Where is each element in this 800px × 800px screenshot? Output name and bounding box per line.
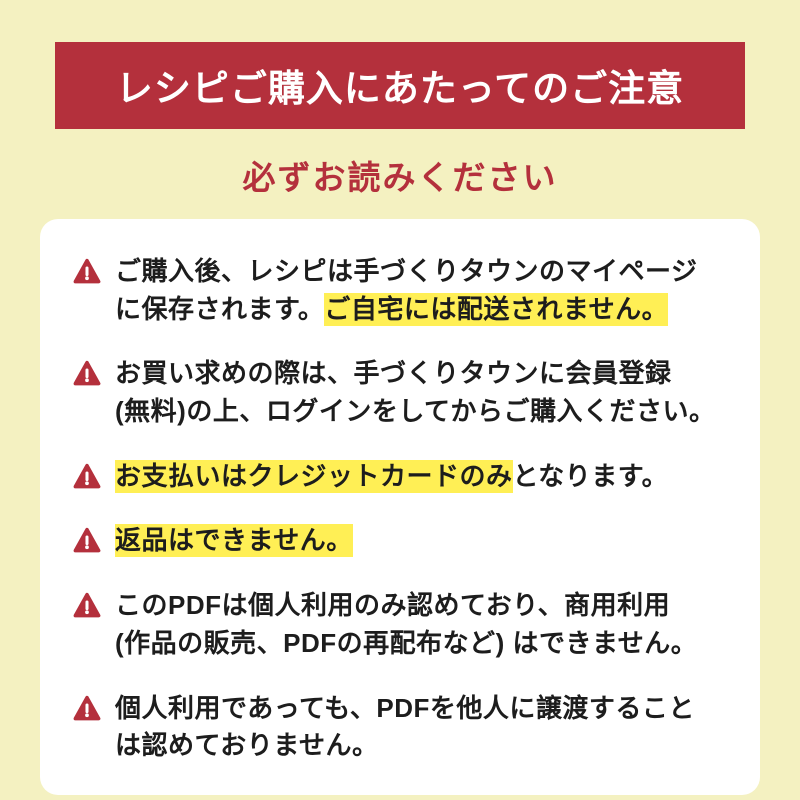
subtitle: 必ずお読みください: [242, 159, 558, 196]
plain-text: このPDFは個人利用のみ認めており、商用利用: [115, 590, 671, 621]
plain-text: (無料)の上、ログインをしてからご購入ください。: [115, 396, 716, 427]
notice-card: ご購入後、レシピは手づくりタウンのマイページに保存されます。ご自宅には配送されま…: [40, 219, 760, 795]
plain-text: は認めておりません。: [115, 730, 379, 761]
notice-list: ご購入後、レシピは手づくりタウンのマイページに保存されます。ご自宅には配送されま…: [72, 253, 730, 765]
warning-triangle-icon: [73, 592, 101, 618]
plain-text: 個人利用であっても、PDFを他人に譲渡すること: [115, 692, 695, 723]
notice-text: 個人利用であっても、PDFを他人に譲渡することは認めておりません。: [115, 690, 695, 765]
page-title: レシピご購入にあたってのご注意: [115, 68, 685, 109]
notice-item: 個人利用であっても、PDFを他人に譲渡することは認めておりません。: [72, 690, 730, 765]
notice-item: お買い求めの際は、手づくりタウンに会員登録 (無料)の上、ログインをしてからご購入…: [72, 355, 730, 430]
notice-text: ご購入後、レシピは手づくりタウンのマイページに保存されます。ご自宅には配送されま…: [115, 253, 697, 328]
plain-text: お買い求めの際は、手づくりタウンに会員登録: [115, 358, 672, 389]
highlighted-text: お支払いはクレジットカードのみ: [115, 459, 513, 493]
notice-item: お支払いはクレジットカードのみとなります。: [72, 458, 730, 496]
warning-triangle-icon: [73, 695, 101, 720]
plain-text: (作品の販売、PDFの再配布など) はできません。: [115, 627, 698, 658]
title-banner: レシピご購入にあたってのご注意: [55, 42, 745, 129]
plain-text: ご購入後、レシピは手づくりタウンのマイページ: [115, 256, 698, 286]
notice-text: 返品はできません。: [115, 522, 353, 560]
plain-text: に保存されます。: [115, 293, 325, 324]
notice-item: このPDFは個人利用のみ認めており、商用利用 (作品の販売、PDFの再配布など) …: [72, 587, 730, 662]
warning-triangle-icon: [73, 528, 101, 553]
notice-text: お買い求めの際は、手づくりタウンに会員登録 (無料)の上、ログインをしてからご購入…: [115, 355, 716, 430]
warning-triangle-icon: [73, 258, 101, 284]
warning-triangle-icon: [73, 463, 101, 489]
notice-text: このPDFは個人利用のみ認めており、商用利用 (作品の販売、PDFの再配布など) …: [115, 587, 697, 662]
highlighted-text: ご自宅には配送されません。: [324, 292, 669, 326]
warning-triangle-icon: [73, 361, 101, 386]
notice-item: 返品はできません。: [72, 522, 730, 560]
plain-text: となります。: [512, 460, 669, 491]
highlighted-text: 返品はできません。: [115, 524, 353, 558]
notice-text: お支払いはクレジットカードのみとなります。: [115, 458, 668, 496]
notice-item: ご購入後、レシピは手づくりタウンのマイページに保存されます。ご自宅には配送されま…: [72, 253, 730, 328]
